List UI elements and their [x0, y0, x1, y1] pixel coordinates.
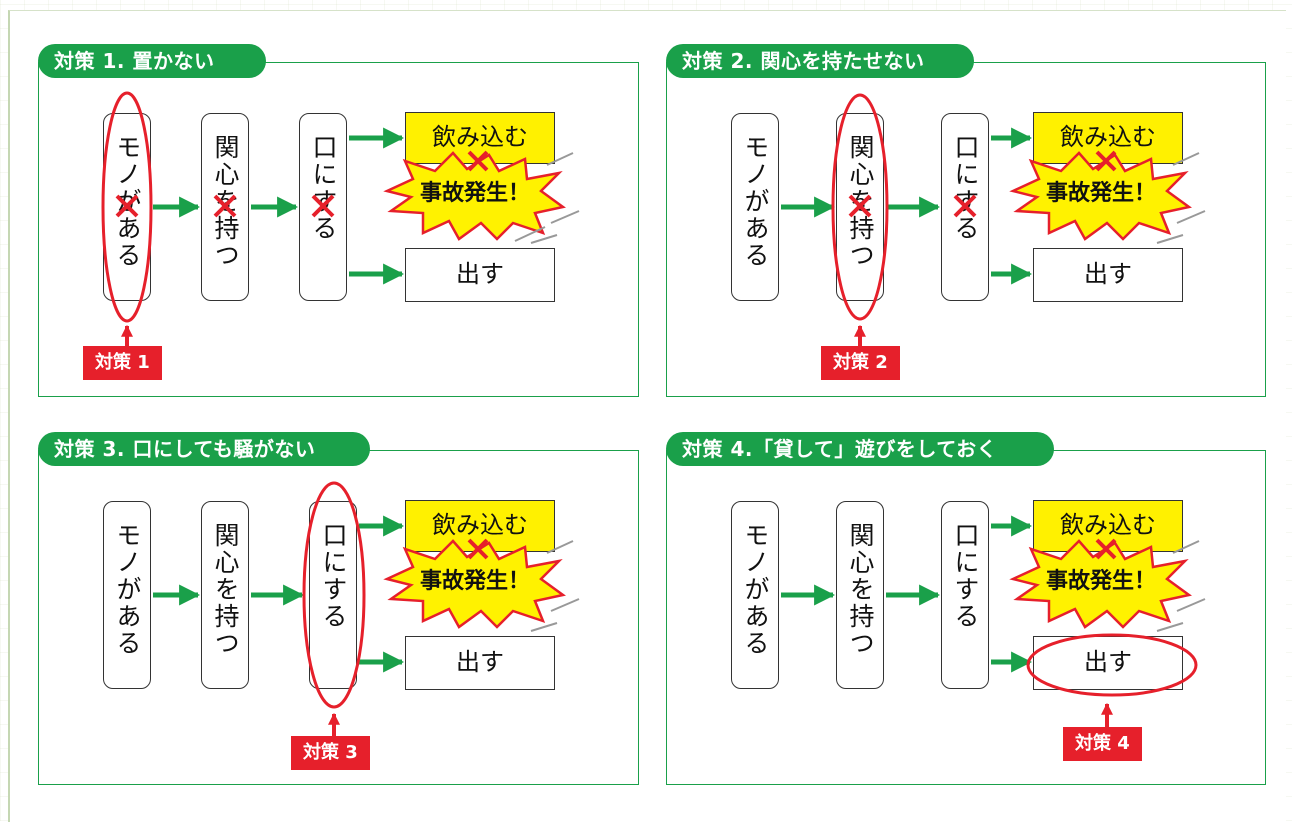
panel-1-step-object: モノがある — [103, 113, 151, 301]
panel-4-accident-text: 事故発生！ — [1046, 568, 1156, 594]
panel-1-step-cross-icons — [115, 194, 335, 218]
panel-1-swallow: 飲み込む — [405, 112, 555, 164]
panel-1-arrows — [153, 127, 405, 285]
panel-4-step-mouth: 口にする — [941, 501, 989, 689]
panel-3-title: 対策 3. 口にしても騒がない — [38, 432, 370, 466]
panel-4-title: 対策 4.「貸して」遊びをしておく — [666, 432, 1054, 466]
panel-3-accident-burst — [383, 539, 580, 632]
panel-4-arrows — [781, 515, 1033, 673]
panel-4-step-object: モノがある — [731, 501, 779, 689]
panel-3-countermeasure-tag: 対策 3 — [291, 736, 370, 770]
panel-3-arrows — [153, 515, 405, 673]
panel-4-accident-burst — [1009, 539, 1206, 632]
panel-2-step-interest: 関心を持つ — [836, 113, 884, 301]
panel-2-arrows — [781, 127, 1033, 285]
panel-4-swallow-cross-icon — [1095, 538, 1117, 560]
panel-1-swallow-cross-icon — [467, 150, 489, 172]
panel-1-countermeasure-tag: 対策 1 — [83, 346, 162, 380]
panel-4-highlight-ellipse — [1026, 633, 1198, 697]
panel-3-swallow-cross-icon — [467, 538, 489, 560]
panel-4-step-interest: 関心を持つ — [836, 501, 884, 689]
panel-1-accident-burst — [383, 151, 580, 244]
panel-1-highlight-ellipse — [101, 91, 153, 323]
panel-1-step-interest: 関心を持つ — [201, 113, 249, 301]
panel-1-title: 対策 1. 置かない — [38, 44, 266, 78]
panel-1-spit: 出す — [405, 248, 555, 302]
panel-2-highlight-ellipse — [831, 93, 889, 321]
panel-3-highlight-ellipse — [302, 481, 366, 709]
panel-3-spit: 出す — [405, 636, 555, 690]
panel-3-step-interest: 関心を持つ — [201, 501, 249, 689]
panel-2-accident-text: 事故発生！ — [1046, 180, 1156, 206]
panel-3-step-object: モノがある — [103, 501, 151, 689]
panel-2-countermeasure-tag: 対策 2 — [821, 346, 900, 380]
panel-3-swallow: 飲み込む — [405, 500, 555, 552]
panel-4-countermeasure-tag: 対策 4 — [1063, 727, 1142, 761]
panel-2-step-cross-icons — [848, 194, 977, 218]
panel-3-accident-text: 事故発生！ — [420, 568, 530, 594]
panel-2-swallow: 飲み込む — [1033, 112, 1183, 164]
panel-1-accident-text: 事故発生！ — [420, 180, 530, 206]
panel-2-step-object: モノがある — [731, 113, 779, 301]
panel-2-spit: 出す — [1033, 248, 1183, 302]
panel-2-title: 対策 2. 関心を持たせない — [666, 44, 974, 78]
panel-2-swallow-cross-icon — [1095, 150, 1117, 172]
panel-2-accident-burst — [1009, 151, 1206, 244]
panel-3-step-mouth: 口にする — [309, 501, 357, 689]
panel-4-swallow: 飲み込む — [1033, 500, 1183, 552]
